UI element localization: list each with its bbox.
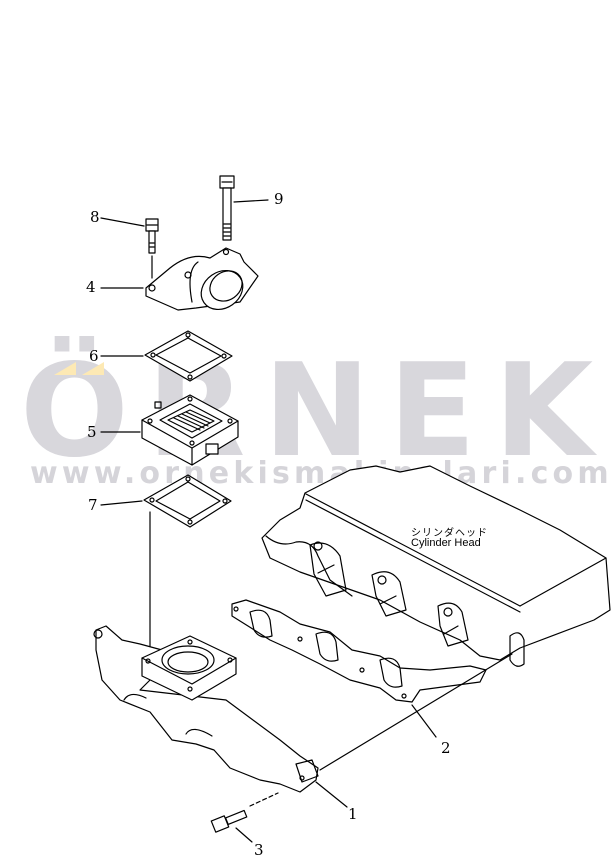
heater-5 <box>141 394 239 466</box>
gasket-7 <box>143 474 232 528</box>
elbow-4 <box>145 247 259 311</box>
callout-6: 6 <box>89 347 99 365</box>
gasket-6 <box>144 330 233 382</box>
bolt-9 <box>219 175 235 241</box>
callout-5: 5 <box>87 423 97 441</box>
cylinder-head-label-jp: シリンダヘッド <box>411 528 488 539</box>
callout-3: 3 <box>254 841 264 859</box>
callout-9: 9 <box>274 190 284 208</box>
callout-8: 8 <box>90 208 100 226</box>
callout-1: 1 <box>348 805 358 823</box>
callout-4: 4 <box>86 278 96 296</box>
cylinder-head-label-en: Cylinder Head <box>411 537 481 549</box>
callout-2: 2 <box>441 739 451 757</box>
bolt-3 <box>210 809 248 833</box>
bolt-8 <box>145 218 159 254</box>
exhaust-manifold-1 <box>93 625 319 793</box>
callout-7: 7 <box>88 496 98 514</box>
gasket-2 <box>231 599 487 703</box>
logo-accent-left <box>54 362 76 375</box>
logo-accent-right <box>82 362 104 375</box>
cylinder-head <box>261 465 611 667</box>
